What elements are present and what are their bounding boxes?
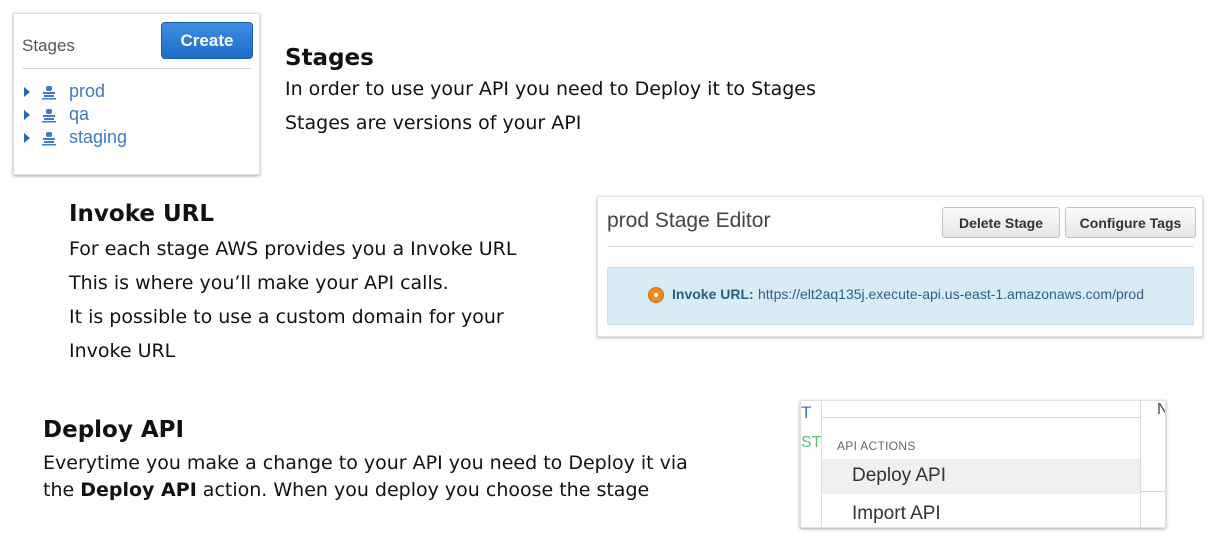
invoke-url-banner: Invoke URL: https://elt2aq135j.execute-a… [607,267,1194,325]
api-actions-menu-panel: T ST N API ACTIONS Deploy API Import API [800,400,1166,528]
deploy-line-2-suffix: action. When you deploy you choose the s… [196,479,650,501]
configure-tags-button[interactable]: Configure Tags [1065,207,1196,238]
menu-item-label[interactable]: Import API [852,503,941,524]
invoke-line-3: It is possible to use a custom domain fo… [69,306,504,328]
menu-item-deploy-api[interactable]: Deploy API [822,459,1140,494]
invoke-line-1: For each stage AWS provides you a Invoke… [69,238,517,260]
stage-label[interactable]: staging [69,127,128,147]
divider [821,417,1141,418]
invoke-url-label: Invoke URL: [672,286,754,302]
stage-item-staging[interactable]: staging [24,126,127,149]
invoke-line-2: This is where you’ll make your API calls… [69,272,449,294]
deploy-heading: Deploy API [43,417,185,443]
divider [22,68,251,69]
status-dot-icon [648,287,664,303]
deploy-line-2: the Deploy API action. When you deploy y… [43,479,649,501]
stage-label[interactable]: qa [69,104,90,124]
deploy-api-emphasis: Deploy API [80,479,197,501]
stages-line-1: In order to use your API you need to Dep… [285,78,816,100]
create-button[interactable]: Create [161,22,253,59]
background-text-fragment: T [801,403,812,422]
stage-list: prod qa stagin [24,80,127,149]
stage-icon [42,131,56,145]
expand-caret-icon[interactable] [24,109,30,120]
delete-stage-button[interactable]: Delete Stage [942,207,1060,238]
menu-item-label[interactable]: Deploy API [852,465,946,486]
background-text-fragment: ST [801,434,822,451]
deploy-line-2-prefix: the [43,479,81,501]
menu-section-label: API ACTIONS [837,439,916,453]
deploy-line-1: Everytime you make a change to your API … [43,452,688,474]
stage-label[interactable]: prod [69,81,106,101]
stages-panel-title: Stages [22,36,75,55]
stage-editor-panel: prod Stage Editor Delete Stage Configure… [597,196,1203,337]
stage-editor-title: prod Stage Editor [607,209,771,232]
menu-item-import-api[interactable]: Import API [822,497,1140,527]
expand-caret-icon[interactable] [24,86,30,97]
invoke-url-link[interactable]: https://elt2aq135j.execute-api.us-east-1… [758,286,1144,302]
divider [607,246,1194,247]
stages-panel: Stages Create prod [13,13,260,175]
invoke-heading: Invoke URL [69,201,215,227]
expand-caret-icon[interactable] [24,132,30,143]
divider [1141,491,1165,492]
stage-icon [42,85,56,99]
stage-item-qa[interactable]: qa [24,103,127,126]
invoke-line-4: Invoke URL [69,340,176,362]
stage-icon [42,108,56,122]
background-text-fragment: N [1157,401,1165,419]
stages-line-2: Stages are versions of your API [285,112,582,134]
stages-heading: Stages [285,45,374,71]
stage-item-prod[interactable]: prod [24,80,127,103]
